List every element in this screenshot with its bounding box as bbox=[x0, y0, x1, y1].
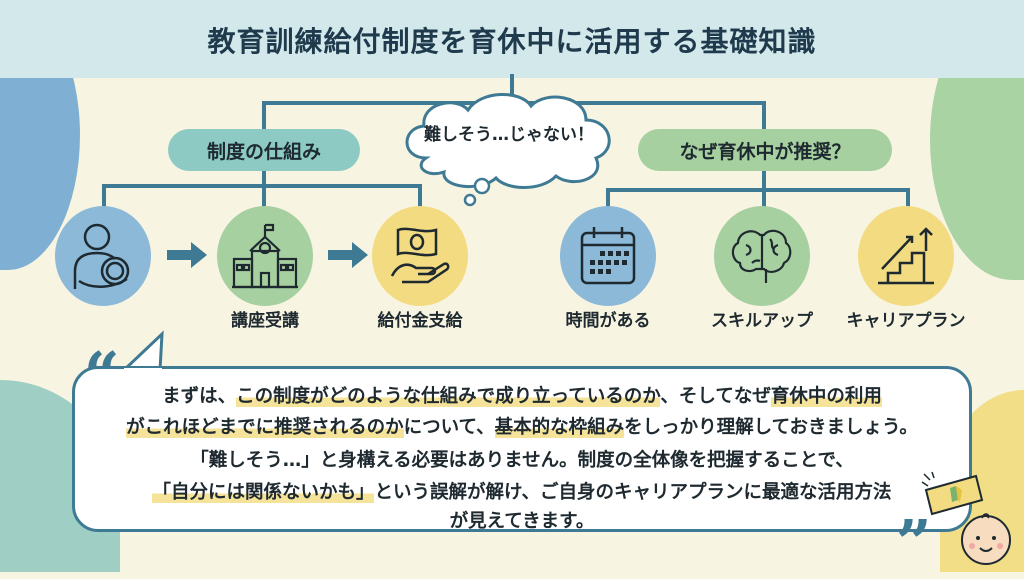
label-career: キャリアプラン bbox=[846, 311, 966, 331]
explanation-text: まずは、 bbox=[162, 386, 237, 407]
explanation-text: について、 bbox=[403, 417, 495, 438]
speech-tail bbox=[122, 330, 164, 372]
career-stairs-icon bbox=[878, 227, 934, 285]
parent-with-baby-icon bbox=[73, 223, 130, 289]
beginner-flag-icon bbox=[921, 471, 984, 516]
label-course: 講座受講 bbox=[231, 311, 299, 331]
school-building-icon bbox=[232, 223, 298, 289]
explanation-text: をしっかり理解しておきましょう。 bbox=[624, 417, 918, 438]
calendar-icon bbox=[580, 227, 636, 285]
explanation-line: 「難しそう…」と身構える必要はありません。制度の全体像を把握することで、 bbox=[72, 449, 972, 473]
open-quote-icon: “ bbox=[84, 338, 120, 411]
connector bbox=[262, 170, 266, 186]
highlighted-text: 基本的な枠組み bbox=[494, 417, 625, 438]
thought-bubble-text: 難しそう…じゃない！ bbox=[424, 125, 594, 145]
connector bbox=[762, 101, 766, 131]
explanation-line: がこれほどまでに推奨されるのかについて、基本的な枠組みをしっかり理解しておきまし… bbox=[72, 416, 972, 440]
title-bar bbox=[0, 0, 1024, 78]
explanation-text: 、そしてなぜ bbox=[660, 386, 771, 407]
connector bbox=[262, 184, 266, 208]
highlighted-text: 「自分には関係ないかも」 bbox=[152, 482, 375, 503]
brain-icon bbox=[731, 229, 792, 283]
explanation-line: 「自分には関係ないかも」という誤解が解け、ご自身のキャリアプランに最適な活用方法 bbox=[72, 481, 972, 505]
explanation-text: が見えてきます。 bbox=[449, 511, 595, 532]
speech-tail-cover bbox=[124, 368, 162, 374]
arrow-right-icon bbox=[328, 242, 368, 268]
circle-school bbox=[217, 206, 313, 306]
explanation-line: が見えてきます。 bbox=[72, 510, 972, 534]
money-in-hand-icon bbox=[390, 227, 450, 284]
highlighted-text: 育休中の利用 bbox=[770, 386, 882, 407]
connector bbox=[510, 74, 514, 104]
label-benefit: 給付金支給 bbox=[377, 311, 463, 331]
connector bbox=[418, 184, 422, 208]
connector bbox=[606, 188, 610, 208]
explanation-text: 「難しそう…」と身構える必要はありません。制度の全体像を把握することで、 bbox=[190, 450, 854, 471]
label-skill: スキルアップ bbox=[711, 311, 813, 331]
label-time: 時間がある bbox=[565, 311, 651, 331]
explanation-text: という誤解が解け、ご自身のキャリアプランに最適な活用方法 bbox=[374, 482, 892, 503]
circle-time bbox=[560, 206, 656, 306]
highlighted-text: がこれほどまでに推奨されるのか bbox=[126, 417, 404, 438]
circle-career bbox=[858, 206, 954, 306]
connector bbox=[906, 188, 910, 208]
heading-why-recommended: なぜ育休中が推奨？ bbox=[638, 129, 892, 171]
baby-face-icon bbox=[961, 513, 1011, 565]
close-quote-icon: ” bbox=[896, 506, 932, 579]
connector bbox=[262, 101, 266, 131]
connector bbox=[762, 188, 766, 208]
arrow-right-icon bbox=[167, 242, 207, 268]
circle-parent bbox=[55, 206, 151, 306]
highlighted-text: この制度がどのような仕組みで成り立っているのか bbox=[236, 386, 661, 407]
connector bbox=[102, 184, 106, 208]
thought-cloud-icon bbox=[405, 93, 611, 207]
page-title: 教育訓練給付制度を育休中に活用する基礎知識 bbox=[207, 25, 817, 58]
circle-benefit bbox=[372, 206, 468, 306]
circle-skill bbox=[714, 206, 810, 306]
explanation-line: まずは、この制度がどのような仕組みで成り立っているのか、そしてなぜ育休中の利用 bbox=[72, 385, 972, 409]
connector bbox=[762, 170, 766, 190]
heading-system-mechanism: 制度の仕組み bbox=[168, 129, 360, 171]
connector bbox=[606, 188, 910, 192]
